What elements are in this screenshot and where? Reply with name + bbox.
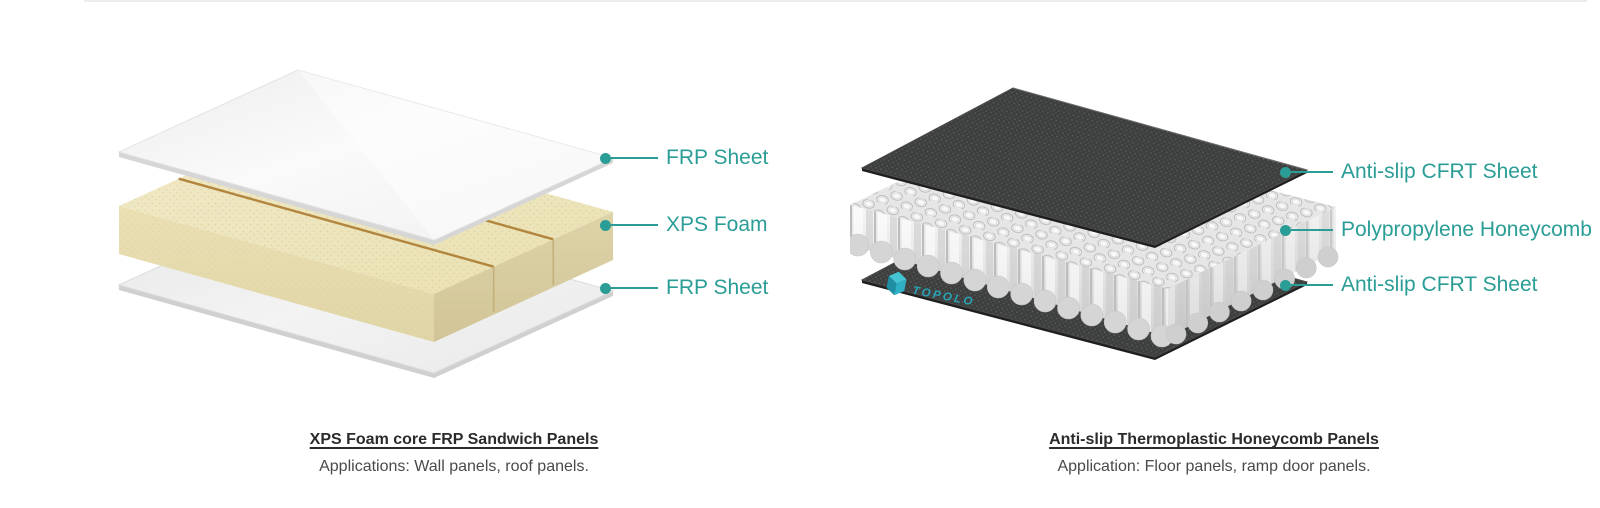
honeycomb-tube-scallops <box>850 233 1339 348</box>
callout-line <box>611 157 658 159</box>
callout-frp-sheet-bottom: FRP Sheet <box>600 274 768 302</box>
callout-line <box>611 287 658 289</box>
panel-title: Anti-slip Thermoplastic Honeycomb Panels <box>1049 431 1379 448</box>
xps-frp-sandwich-diagram <box>117 69 615 378</box>
logo-cube-icon <box>888 271 907 284</box>
left-panel-caption: XPS Foam core FRP Sandwich Panels Applic… <box>310 430 599 476</box>
callout-line <box>1291 171 1333 173</box>
callout-line <box>1291 284 1333 286</box>
callout-label: FRP Sheet <box>666 276 769 299</box>
callout-cfrt-sheet-bottom: Anti-slip CFRT Sheet <box>1280 271 1537 299</box>
panel-subtitle: Applications: Wall panels, roof panels. <box>319 458 589 475</box>
callout-label: Anti-slip CFRT Sheet <box>1341 160 1538 183</box>
callout-dot <box>600 152 611 164</box>
right-panel-caption: Anti-slip Thermoplastic Honeycomb Panels… <box>1049 430 1379 476</box>
top-divider <box>84 0 1587 2</box>
anti-slip-cfrt-top-sheet <box>860 87 1309 248</box>
callout-pp-honeycomb: Polypropylene Honeycomb <box>1280 216 1592 244</box>
callout-dot <box>1280 224 1291 236</box>
panel-title: XPS Foam core FRP Sandwich Panels <box>309 431 599 448</box>
panel-subtitle: Application: Floor panels, ramp door pan… <box>1057 458 1371 475</box>
callout-line <box>1291 229 1333 231</box>
callout-dot <box>1280 166 1291 178</box>
callout-cfrt-sheet-top: Anti-slip CFRT Sheet <box>1280 158 1537 186</box>
callout-dot <box>600 282 611 294</box>
callout-label: XPS Foam <box>666 213 768 236</box>
callout-dot <box>1280 279 1291 291</box>
callout-label: Polypropylene Honeycomb <box>1341 218 1592 241</box>
callout-line <box>611 224 658 226</box>
honeycomb-panel-diagram: TOPOLO <box>850 87 1339 360</box>
callout-frp-sheet-top: FRP Sheet <box>600 144 768 172</box>
callout-label: FRP Sheet <box>666 146 769 169</box>
callout-label: Anti-slip CFRT Sheet <box>1341 273 1538 296</box>
callout-xps-foam: XPS Foam <box>600 211 768 239</box>
callout-dot <box>600 219 611 231</box>
